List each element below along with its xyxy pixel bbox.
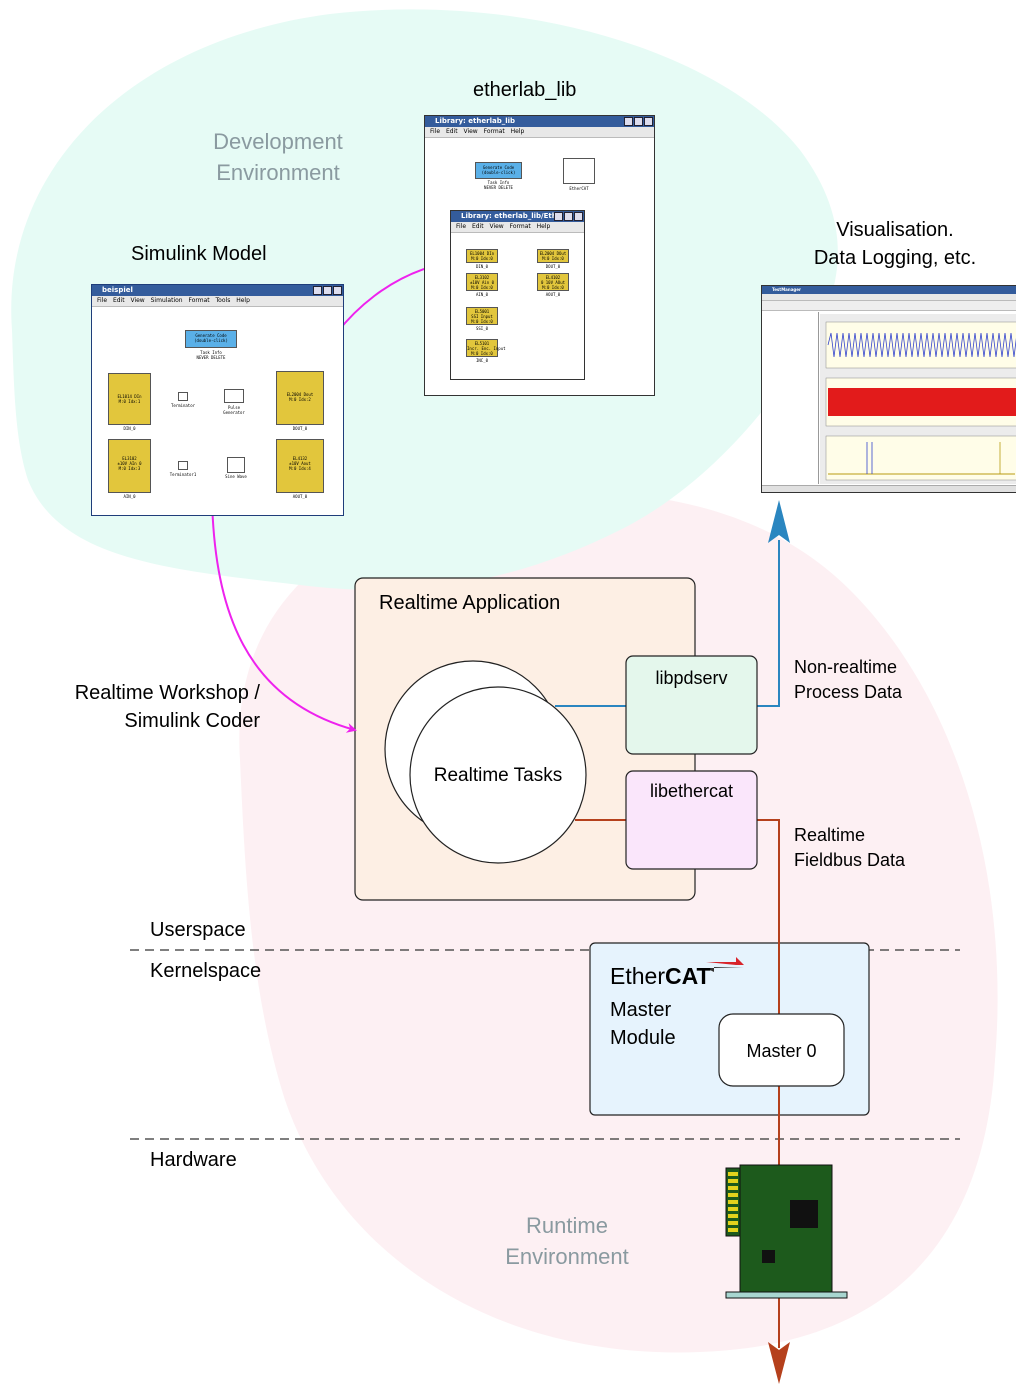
vis-window-title: TestManager [772, 287, 801, 292]
master-module-label: Master Module [610, 999, 676, 1049]
vis-menubar[interactable] [762, 294, 1016, 301]
rtw-coder-arrow [211, 499, 357, 733]
realtime-application-label: Realtime Application [379, 592, 561, 614]
model-block-din-label: DIN_0 [123, 426, 136, 431]
rtw-simulink-coder-label: Realtime Workshop / Simulink Coder [74, 682, 260, 732]
simulink-model-window[interactable]: beispiel File Edit View Simulation Forma… [91, 284, 344, 516]
simulink-model-title: Simulink Model [131, 243, 267, 265]
realtime-tasks-label: Realtime Tasks [433, 765, 563, 786]
ethercat-logo-arrow-bottom [706, 967, 744, 972]
model-window-menubar[interactable]: File Edit View Simulation Format Tools H… [92, 296, 343, 307]
close-icon[interactable] [644, 117, 653, 126]
terminator-block[interactable] [178, 392, 188, 401]
minimize-icon[interactable] [554, 212, 563, 221]
lib-block-ain[interactable]: EL3102 ±10V Ain 0 M:0 Idx:0 [466, 273, 498, 291]
model-block-din[interactable]: EL1014 DIn M:0 Idx:1 [108, 373, 151, 425]
ethercat-interface-card [725, 1164, 848, 1299]
model-block-aout[interactable]: EL4132 ±10V Aout M:0 Idx:4 [276, 439, 324, 493]
library-window-menubar[interactable]: File Edit View Format Help [425, 127, 654, 138]
ethercat-logo-arrow-top [706, 957, 744, 965]
library-window-titlebar[interactable]: Library: etherlab_lib [425, 116, 654, 127]
lib-block-dout-label: DOUT_0 [545, 264, 561, 269]
vis-window-titlebar[interactable]: TestManager [762, 286, 1016, 294]
visualisation-label: Visualisation. Data Logging, etc. [813, 219, 977, 269]
model-block-ain[interactable]: EL3102 ±10V AIn 0 M:0 Idx:3 [108, 439, 151, 493]
library-sub-window-titlebar[interactable]: Library: etherlab_lib/Eth [451, 211, 584, 222]
minimize-icon[interactable] [624, 117, 633, 126]
model-generate-code-block[interactable]: Generate Code (double-click) [185, 330, 237, 348]
nonrealtime-process-data-label: Non-realtime Process Data [794, 657, 903, 702]
model-window-title: beispiel [102, 286, 133, 294]
model-block-ain-label: AIN_0 [123, 494, 136, 499]
lib-block-inc[interactable]: EL5101 Incr. Enc. Input M:0 Idx:0 [466, 339, 506, 357]
etherlab-lib-title: etherlab_lib [473, 79, 577, 101]
libethercat-box [625, 770, 758, 870]
maximize-icon[interactable] [323, 286, 332, 295]
lib-block-aout-label: AOUT_0 [545, 292, 561, 297]
ethercat-logo: EtherCAT [610, 962, 711, 990]
ethercat-block-label: EtherCAT [569, 186, 589, 191]
development-environment-label: Development Environment [213, 129, 343, 185]
lib-block-ssi-label: SSI_0 [475, 326, 489, 331]
library-window[interactable]: Library: etherlab_lib File Edit View For… [424, 115, 655, 396]
pulse-generator-label: Pulse Generator [223, 405, 245, 415]
vis-plot-area [820, 314, 1016, 484]
lib-block-aout[interactable]: EL4102 0 10V AOut M:0 Idx:0 [537, 273, 569, 291]
master0-label: Master 0 [746, 1041, 817, 1061]
lib-block-ssi[interactable]: EL5001 SSI Input M:0 Idx:0 [466, 307, 498, 325]
userspace-label: Userspace [150, 919, 246, 941]
model-window-titlebar[interactable]: beispiel [92, 285, 343, 296]
ethercat-block[interactable] [563, 158, 595, 184]
lib-block-ain-label: AIN_0 [475, 292, 489, 297]
runtime-environment-label: Runtime Environment [505, 1213, 629, 1269]
libpdserv-box [625, 655, 758, 755]
master0-box [718, 1013, 845, 1087]
realtime-fieldbus-data-label: Realtime Fieldbus Data [794, 825, 906, 870]
libpdserv-label: libpdserv [655, 668, 728, 688]
sine-wave-label: Sine Wave [225, 474, 247, 479]
library-sub-window-menubar[interactable]: File Edit View Format Help [451, 222, 584, 233]
close-icon[interactable] [333, 286, 342, 295]
model-task-info-label: Task Info NEVER DELETE [196, 350, 226, 360]
sine-wave-block[interactable] [227, 457, 245, 473]
hardware-label: Hardware [150, 1149, 237, 1171]
vis-tree-panel[interactable] [762, 312, 819, 484]
close-icon[interactable] [574, 212, 583, 221]
vis-toolbar[interactable] [762, 301, 1016, 311]
library-window-title: Library: etherlab_lib [435, 117, 516, 125]
lib-block-din-label: DIN_0 [475, 264, 489, 269]
realtime-task-circle-front [409, 686, 587, 864]
libethercat-label: libethercat [649, 781, 734, 801]
pulse-generator-block[interactable] [224, 389, 244, 403]
terminator1-label: Terminator1 [169, 472, 197, 477]
kernelspace-label: Kernelspace [150, 960, 262, 982]
minimize-icon[interactable] [313, 286, 322, 295]
visualisation-arrowhead [768, 500, 790, 543]
lib-block-dout[interactable]: EL2004 DOut M:0 Idx:0 [537, 249, 569, 263]
nonrealtime-data-arrow-line [757, 540, 780, 707]
model-block-dout-label: DOUT_0 [292, 426, 308, 431]
ethercat-logo-cat: CAT [664, 963, 711, 989]
maximize-icon[interactable] [564, 212, 573, 221]
model-block-aout-label: AOUT_0 [292, 494, 308, 499]
lib-block-inc-label: INC_0 [475, 358, 489, 363]
lib-block-din[interactable]: EL1004 DIn M:0 Idx:0 [466, 249, 498, 263]
terminator-label: Terminator [170, 403, 196, 408]
ethercat-logo-ether: Ether [610, 963, 665, 989]
library-sub-window-title: Library: etherlab_lib/Eth [461, 212, 557, 220]
library-sub-window[interactable]: Library: etherlab_lib/Eth File Edit View… [450, 210, 585, 380]
visualisation-window[interactable]: TestManager [761, 285, 1016, 493]
terminator1-block[interactable] [178, 461, 188, 470]
task-info-label: Task Info NEVER DELETE [484, 180, 513, 190]
vis-statusbar [762, 485, 1016, 492]
generate-code-block[interactable]: Generate Code (double-click) [475, 162, 522, 179]
maximize-icon[interactable] [634, 117, 643, 126]
model-block-dout[interactable]: EL2004 Dout M:0 Idx:2 [276, 371, 324, 425]
hardware-arrowhead [768, 1342, 790, 1384]
